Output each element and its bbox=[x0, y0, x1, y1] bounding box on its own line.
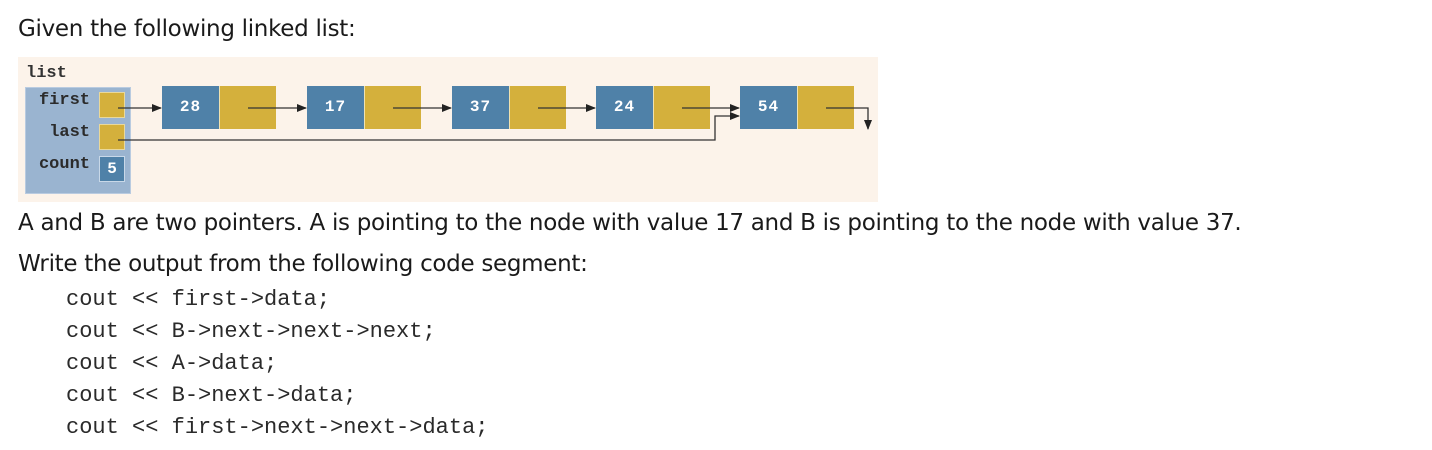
intro-text: Given the following linked list: bbox=[18, 16, 356, 42]
count-label: count bbox=[38, 155, 90, 174]
code-line: cout << first->data; bbox=[66, 287, 331, 312]
node-data: 28 bbox=[162, 86, 219, 129]
code-line: cout << A->data; bbox=[66, 351, 278, 376]
count-value-cell: 5 bbox=[99, 156, 125, 182]
question-line-2: Write the output from the following code… bbox=[18, 251, 588, 277]
code-line: cout << B->next->data; bbox=[66, 383, 357, 408]
node-data: 24 bbox=[596, 86, 653, 129]
question-line-1: A and B are two pointers. A is pointing … bbox=[18, 210, 1242, 236]
node-5: 54 bbox=[740, 86, 854, 129]
pointer-arrows-icon bbox=[118, 104, 872, 141]
last-label: last bbox=[49, 123, 90, 142]
node-data: 17 bbox=[307, 86, 364, 129]
node-data: 54 bbox=[740, 86, 797, 129]
first-label: first bbox=[38, 91, 90, 110]
list-label: list bbox=[26, 64, 67, 83]
linked-list-diagram: list first last count 5 28 17 37 24 54 bbox=[18, 57, 878, 202]
code-line: cout << first->next->next->data; bbox=[66, 415, 489, 440]
code-line: cout << B->next->next->next; bbox=[66, 319, 436, 344]
last-pointer-cell bbox=[99, 124, 125, 150]
node-1: 28 bbox=[162, 86, 276, 129]
code-segment: cout << first->data; cout << B->next->ne… bbox=[66, 284, 488, 444]
first-pointer-cell bbox=[99, 92, 125, 118]
node-data: 37 bbox=[452, 86, 509, 129]
